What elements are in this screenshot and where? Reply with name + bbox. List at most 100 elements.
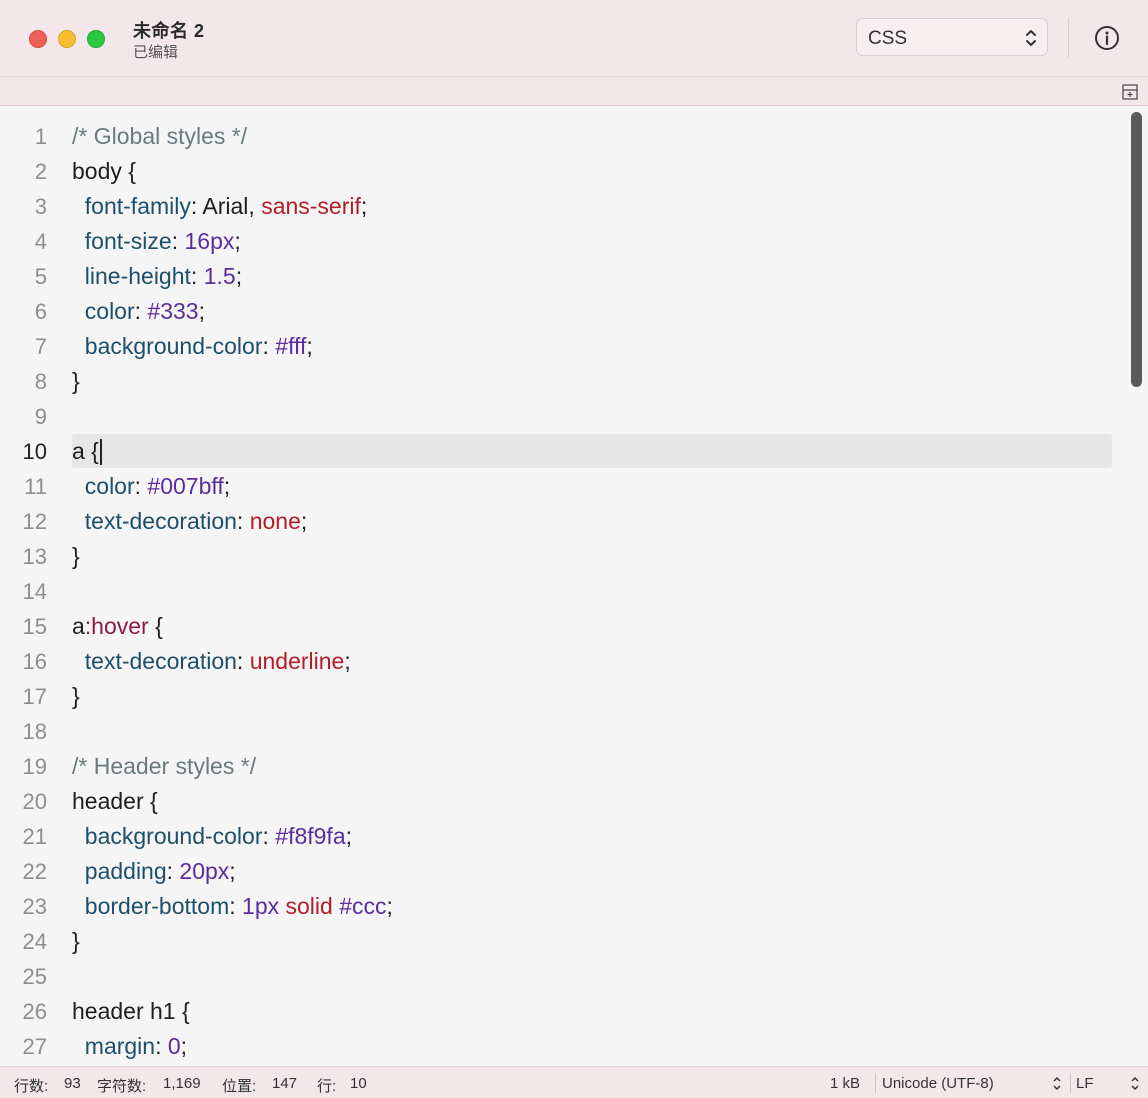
code-line[interactable]: 9 [0,399,1116,434]
document-status: 已编辑 [133,44,179,61]
code-text[interactable]: } [72,683,80,710]
code-line[interactable]: 7 background-color: #fff; [0,329,1116,364]
code-text[interactable]: padding: 20px; [72,858,236,885]
code-line[interactable]: 12 text-decoration: none; [0,504,1116,539]
code-token: font-size [84,228,172,254]
traffic-maximize-icon[interactable] [87,30,105,48]
code-line[interactable]: 1/* Global styles */ [0,119,1116,154]
code-token: font-family [84,193,191,219]
code-text[interactable]: a:hover { [72,613,163,640]
split-editor-icon[interactable] [1122,84,1138,100]
code-text[interactable]: text-decoration: underline; [72,648,351,675]
code-line[interactable]: 3 font-family: Arial, sans-serif; [0,189,1116,224]
line-ending-select[interactable]: LF [1076,1075,1094,1092]
line-number: 4 [34,229,47,254]
code-text[interactable]: text-decoration: none; [72,508,307,535]
code-token: ; [234,228,241,254]
line-number: 10 [22,439,47,464]
scrollbar-thumb[interactable] [1131,112,1142,387]
code-token [72,648,85,674]
code-token: color [84,298,135,324]
code-text[interactable]: line-height: 1.5; [72,263,242,290]
code-token: ; [229,858,236,884]
code-token: header h1 { [72,998,190,1024]
code-line[interactable]: 6 color: #333; [0,294,1116,329]
code-token [72,228,85,254]
code-text[interactable]: color: #333; [72,298,205,325]
code-text[interactable]: background-color: #f8f9fa; [72,823,352,850]
code-text[interactable]: /* Global styles */ [72,123,247,150]
code-token [72,473,85,499]
code-text[interactable]: a { [72,438,99,465]
code-token: : [190,263,204,289]
code-token: : [166,858,180,884]
code-line[interactable]: 14 [0,574,1116,609]
code-line[interactable]: 23 border-bottom: 1px solid #ccc; [0,889,1116,924]
code-token: } [72,543,80,569]
line-ending-chevron-icon[interactable] [1130,1076,1140,1091]
code-text[interactable]: font-size: 16px; [72,228,241,255]
code-text[interactable]: font-family: Arial, sans-serif; [72,193,368,220]
toolbar-divider [1068,18,1069,58]
code-line[interactable]: 24} [0,924,1116,959]
code-line[interactable]: 25 [0,959,1116,994]
code-line[interactable]: 17} [0,679,1116,714]
code-text[interactable]: margin: 0; [72,1033,187,1060]
file-size: 1 kB [830,1075,861,1092]
code-token: border-bottom [84,893,230,919]
code-text[interactable]: background-color: #fff; [72,333,313,360]
code-line[interactable]: 27 margin: 0; [0,1029,1116,1064]
traffic-close-icon[interactable] [29,30,47,48]
encoding-select[interactable]: Unicode (UTF-8) [882,1075,994,1092]
code-line[interactable]: 8} [0,364,1116,399]
code-line[interactable]: 5 line-height: 1.5; [0,259,1116,294]
code-token: color [84,473,135,499]
code-token: #007bff [147,473,224,499]
code-token: } [72,368,80,394]
code-line[interactable]: 18 [0,714,1116,749]
code-text[interactable]: } [72,543,80,570]
code-line[interactable]: 16 text-decoration: underline; [0,644,1116,679]
text-cursor [100,439,102,465]
info-icon[interactable] [1094,25,1120,51]
code-text[interactable]: border-bottom: 1px solid #ccc; [72,893,393,920]
line-number: 27 [22,1034,47,1059]
line-number: 11 [24,474,47,499]
code-token: #ccc [339,893,387,919]
line-number: 21 [22,824,47,849]
encoding-chevron-icon[interactable] [1052,1076,1062,1091]
code-text[interactable]: /* Header styles */ [72,753,256,780]
code-token [72,1033,85,1059]
code-line[interactable]: 22 padding: 20px; [0,854,1116,889]
code-token: #fff [275,333,307,359]
line-count-label: 行数: [14,1078,49,1095]
code-line[interactable]: 10 a { [0,434,1116,469]
code-line[interactable]: 19/* Header styles */ [0,749,1116,784]
code-text[interactable]: } [72,368,80,395]
code-token: :hover [84,613,149,639]
line-number: 24 [22,929,47,954]
code-token [72,823,85,849]
language-select[interactable]: CSS [856,18,1048,56]
code-token: 16px [184,228,235,254]
code-token: : [236,648,250,674]
code-line[interactable]: 4 font-size: 16px; [0,224,1116,259]
code-text[interactable]: } [72,928,80,955]
code-text[interactable]: header h1 { [72,998,190,1025]
code-text[interactable]: body { [72,158,136,185]
code-token: a [72,613,85,639]
code-line[interactable]: 13} [0,539,1116,574]
traffic-minimize-icon[interactable] [58,30,76,48]
code-line[interactable]: 11 color: #007bff; [0,469,1116,504]
code-text[interactable]: header { [72,788,158,815]
line-number: 3 [34,194,47,219]
line-number: 22 [22,859,47,884]
code-text[interactable]: color: #007bff; [72,473,230,500]
code-line[interactable]: 21 background-color: #f8f9fa; [0,819,1116,854]
code-token [72,858,85,884]
